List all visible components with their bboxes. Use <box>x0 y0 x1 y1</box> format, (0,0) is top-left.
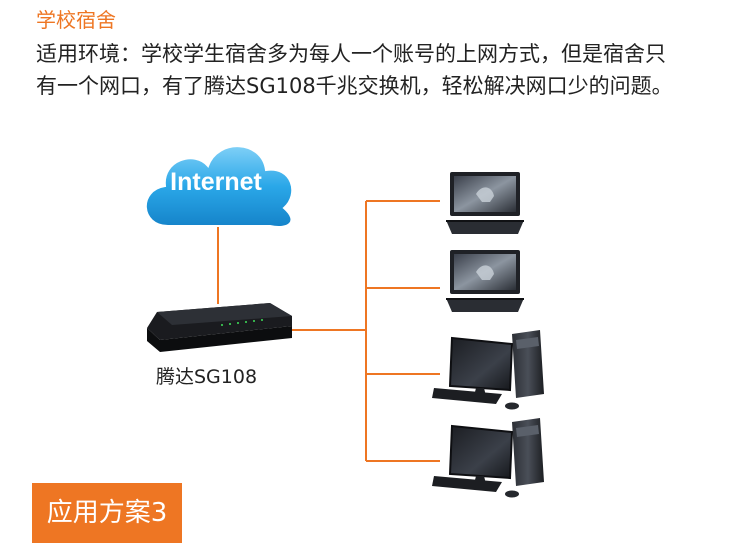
cloud-label: Internet <box>170 168 262 196</box>
internet-cloud-icon: Internet <box>144 145 294 228</box>
solution-badge: 应用方案3 <box>32 483 182 543</box>
desktop-1 <box>432 330 544 410</box>
laptop-2 <box>446 250 524 312</box>
desktop-2 <box>432 418 544 498</box>
section-title: 学校宿舍 <box>36 8 116 32</box>
description: 适用环境：学校学生宿舍多为每人一个账号的上网方式，但是宿舍只 有一个网口，有了腾… <box>36 38 736 102</box>
description-line-1: 适用环境：学校学生宿舍多为每人一个账号的上网方式，但是宿舍只 <box>36 42 666 66</box>
description-line-2: 有一个网口，有了腾达SG108千兆交换机，轻松解决网口少的问题。 <box>36 74 673 98</box>
network-links <box>217 200 440 462</box>
switch-label: 腾达SG108 <box>156 366 258 388</box>
switch-icon <box>147 303 292 352</box>
laptop-1 <box>446 172 524 234</box>
